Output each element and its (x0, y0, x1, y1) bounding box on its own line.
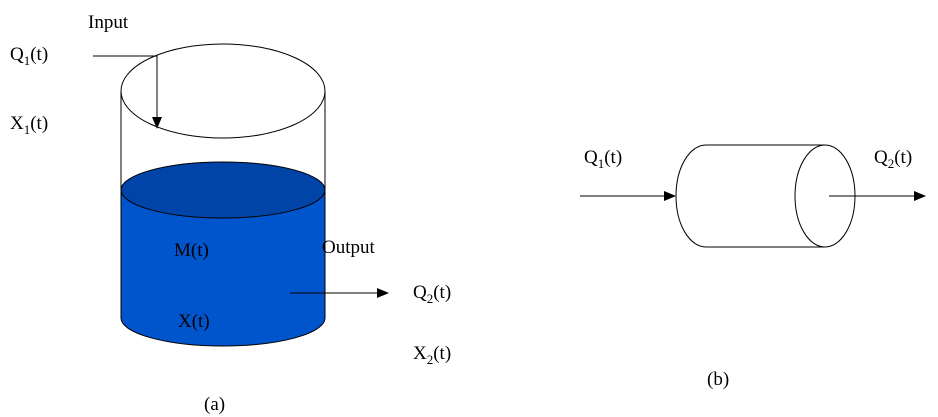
inflow-label-b: Q1(t) (584, 147, 622, 171)
inflow-concentration-label: X1(t) (10, 113, 48, 137)
tank-liquid-surface (120, 161, 326, 219)
tank-top-opening (120, 43, 326, 139)
caption-b: (b) (707, 369, 729, 390)
inflow-label-a: Q1(t) (10, 44, 48, 68)
outflow-concentration-label: X2(t) (413, 343, 451, 367)
mass-label: M(t) (174, 240, 209, 261)
tank-bottom-rim (120, 317, 326, 347)
output-label: Output (322, 237, 376, 258)
tank-diagram-a: Input Q1(t) X1(t) M(t) X(t) Output Q2(t)… (10, 12, 451, 415)
input-arrow (93, 55, 162, 129)
outflow-label-a: Q2(t) (413, 282, 451, 306)
input-label: Input (88, 12, 129, 33)
caption-a: (a) (204, 394, 225, 415)
cylinder-left-end (675, 144, 707, 248)
concentration-label: X(t) (178, 311, 210, 332)
outflow-label-b: Q2(t) (874, 147, 912, 171)
tank-liquid-body (121, 190, 325, 346)
reactor-diagram-b: Q1(t) Q2(t) (b) (580, 144, 926, 390)
